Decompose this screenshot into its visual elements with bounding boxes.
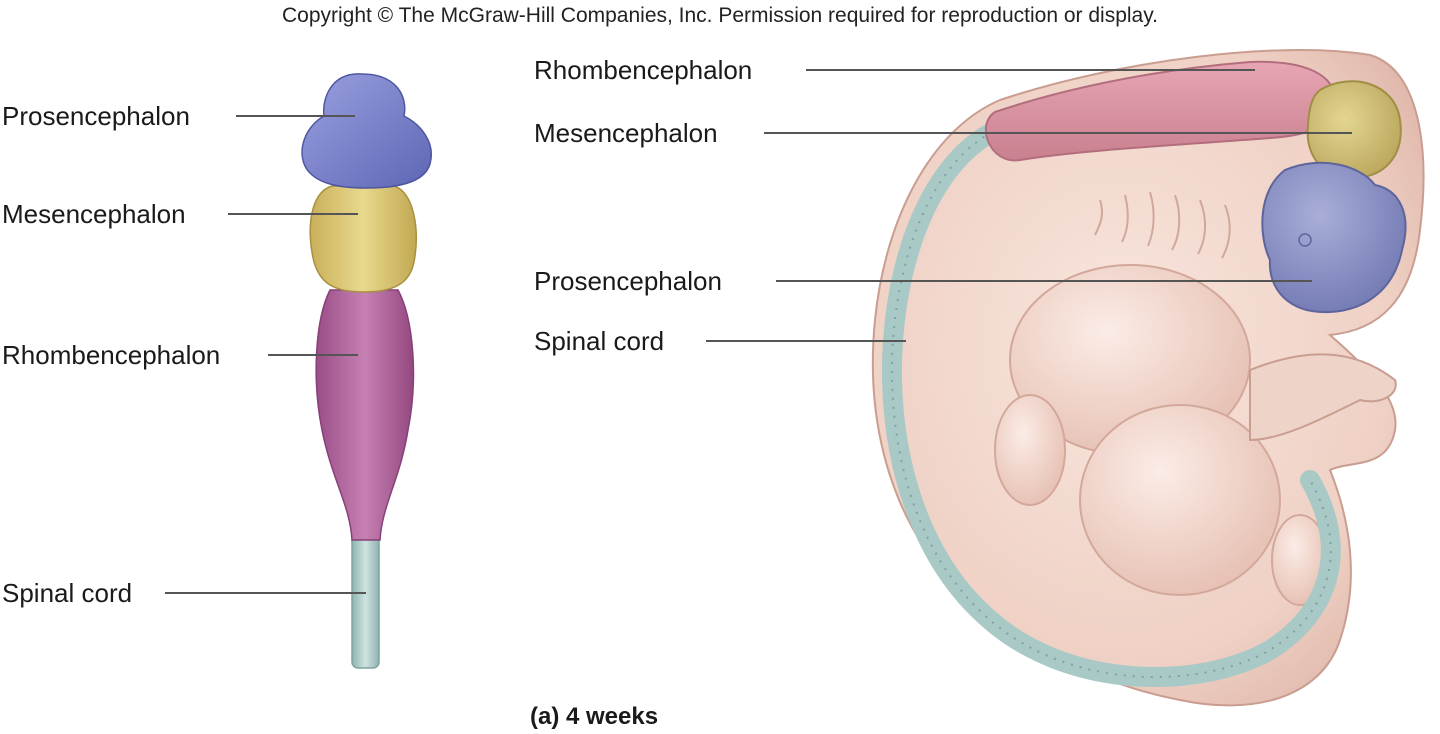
- embryo-label-spinal-cord: Spinal cord: [534, 326, 665, 356]
- left-label-rhombencephalon: Rhombencephalon: [2, 340, 221, 370]
- optic-vesicle-shape: [1298, 233, 1312, 247]
- left-label-prosencephalon: Prosencephalon: [2, 101, 190, 131]
- abdomen-bulge-shape: [1079, 404, 1281, 596]
- embryo-spinal-cord-shape: [881, 118, 1341, 687]
- embryo-label-prosencephalon: Prosencephalon: [534, 266, 722, 296]
- copyright-notice: Copyright © The McGraw-Hill Companies, I…: [281, 4, 1159, 27]
- left-rhombencephalon-shape: [315, 289, 415, 541]
- embryo-prosencephalon-shape: [1261, 161, 1407, 314]
- left-mesencephalon-shape: [309, 185, 417, 293]
- figure-caption: (a) 4 weeks: [530, 703, 659, 730]
- umbilical-stalk-shape: [1249, 353, 1397, 442]
- somite-ridges: [1094, 191, 1231, 259]
- left-prosencephalon-shape: [301, 73, 432, 189]
- embryo-label-mesencephalon: Mesencephalon: [534, 118, 718, 148]
- left-label-mesencephalon: Mesencephalon: [2, 199, 186, 229]
- embryo-label-rhombencephalon: Rhombencephalon: [534, 55, 753, 85]
- left-spinal-cord-shape: [351, 529, 380, 669]
- embryo-diagram: [706, 49, 1425, 707]
- upper-limb-bud-shape: [994, 394, 1066, 506]
- left-brain-vesicles-diagram: [165, 73, 432, 669]
- left-label-spinal-cord: Spinal cord: [2, 578, 133, 608]
